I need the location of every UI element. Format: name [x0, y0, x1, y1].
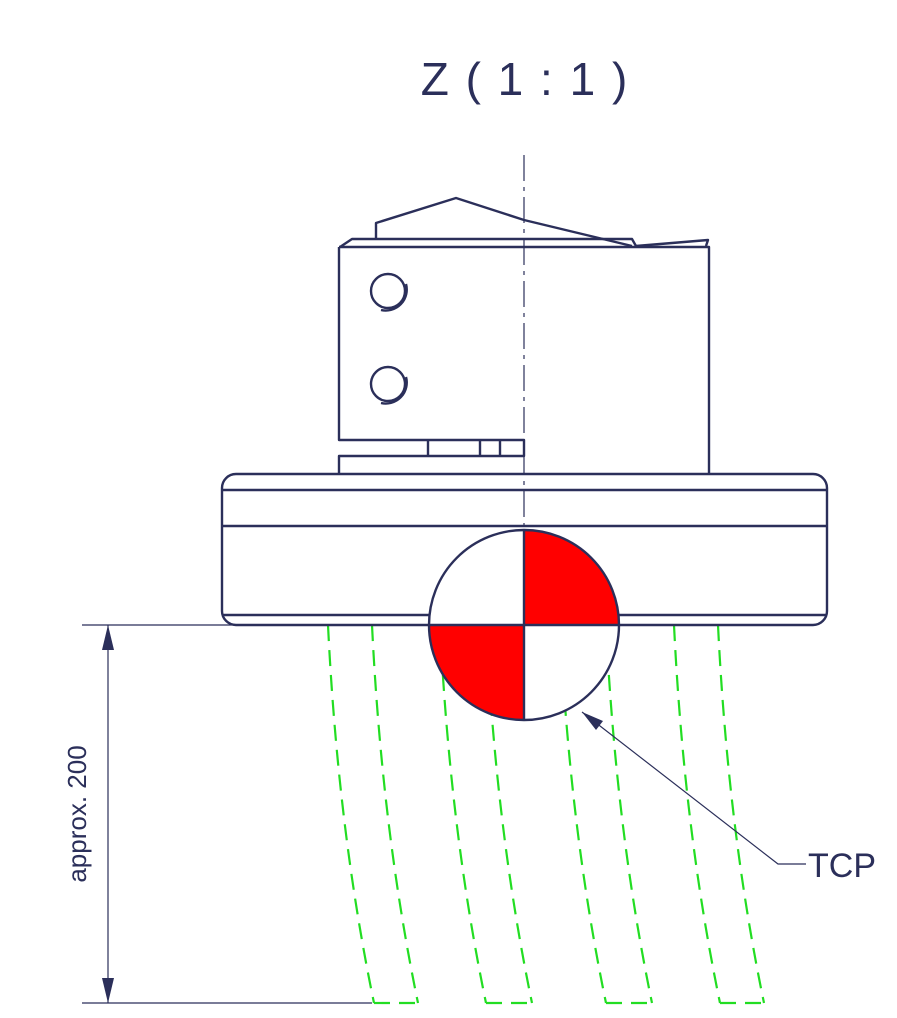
bristle [326, 624, 376, 1004]
tcp-leader: TCP [581, 711, 876, 885]
bristle [370, 624, 420, 1004]
bristle [604, 624, 654, 1004]
housing-block [337, 245, 711, 474]
mounting-screw-lower [369, 365, 408, 405]
top-cap [339, 196, 710, 248]
dimension-arrow-down-icon [102, 978, 114, 1003]
view-title: Z ( 1 : 1 ) [421, 53, 630, 105]
mounting-screw-upper [369, 272, 408, 312]
dimension-arrow-up-icon [102, 625, 114, 650]
bristle [672, 624, 722, 1004]
tcp-center-of-gravity-symbol [427, 528, 621, 722]
dimension-label: approx. 200 [62, 745, 92, 882]
tcp-red-quadrant-top-right [524, 530, 619, 625]
bristle [716, 624, 766, 1004]
bristle [438, 624, 488, 1004]
height-dimension: approx. 200 [62, 624, 372, 1004]
leader-arrow-icon [582, 712, 603, 730]
tcp-label: TCP [808, 847, 876, 885]
tcp-red-quadrant-bottom-left [429, 625, 524, 720]
